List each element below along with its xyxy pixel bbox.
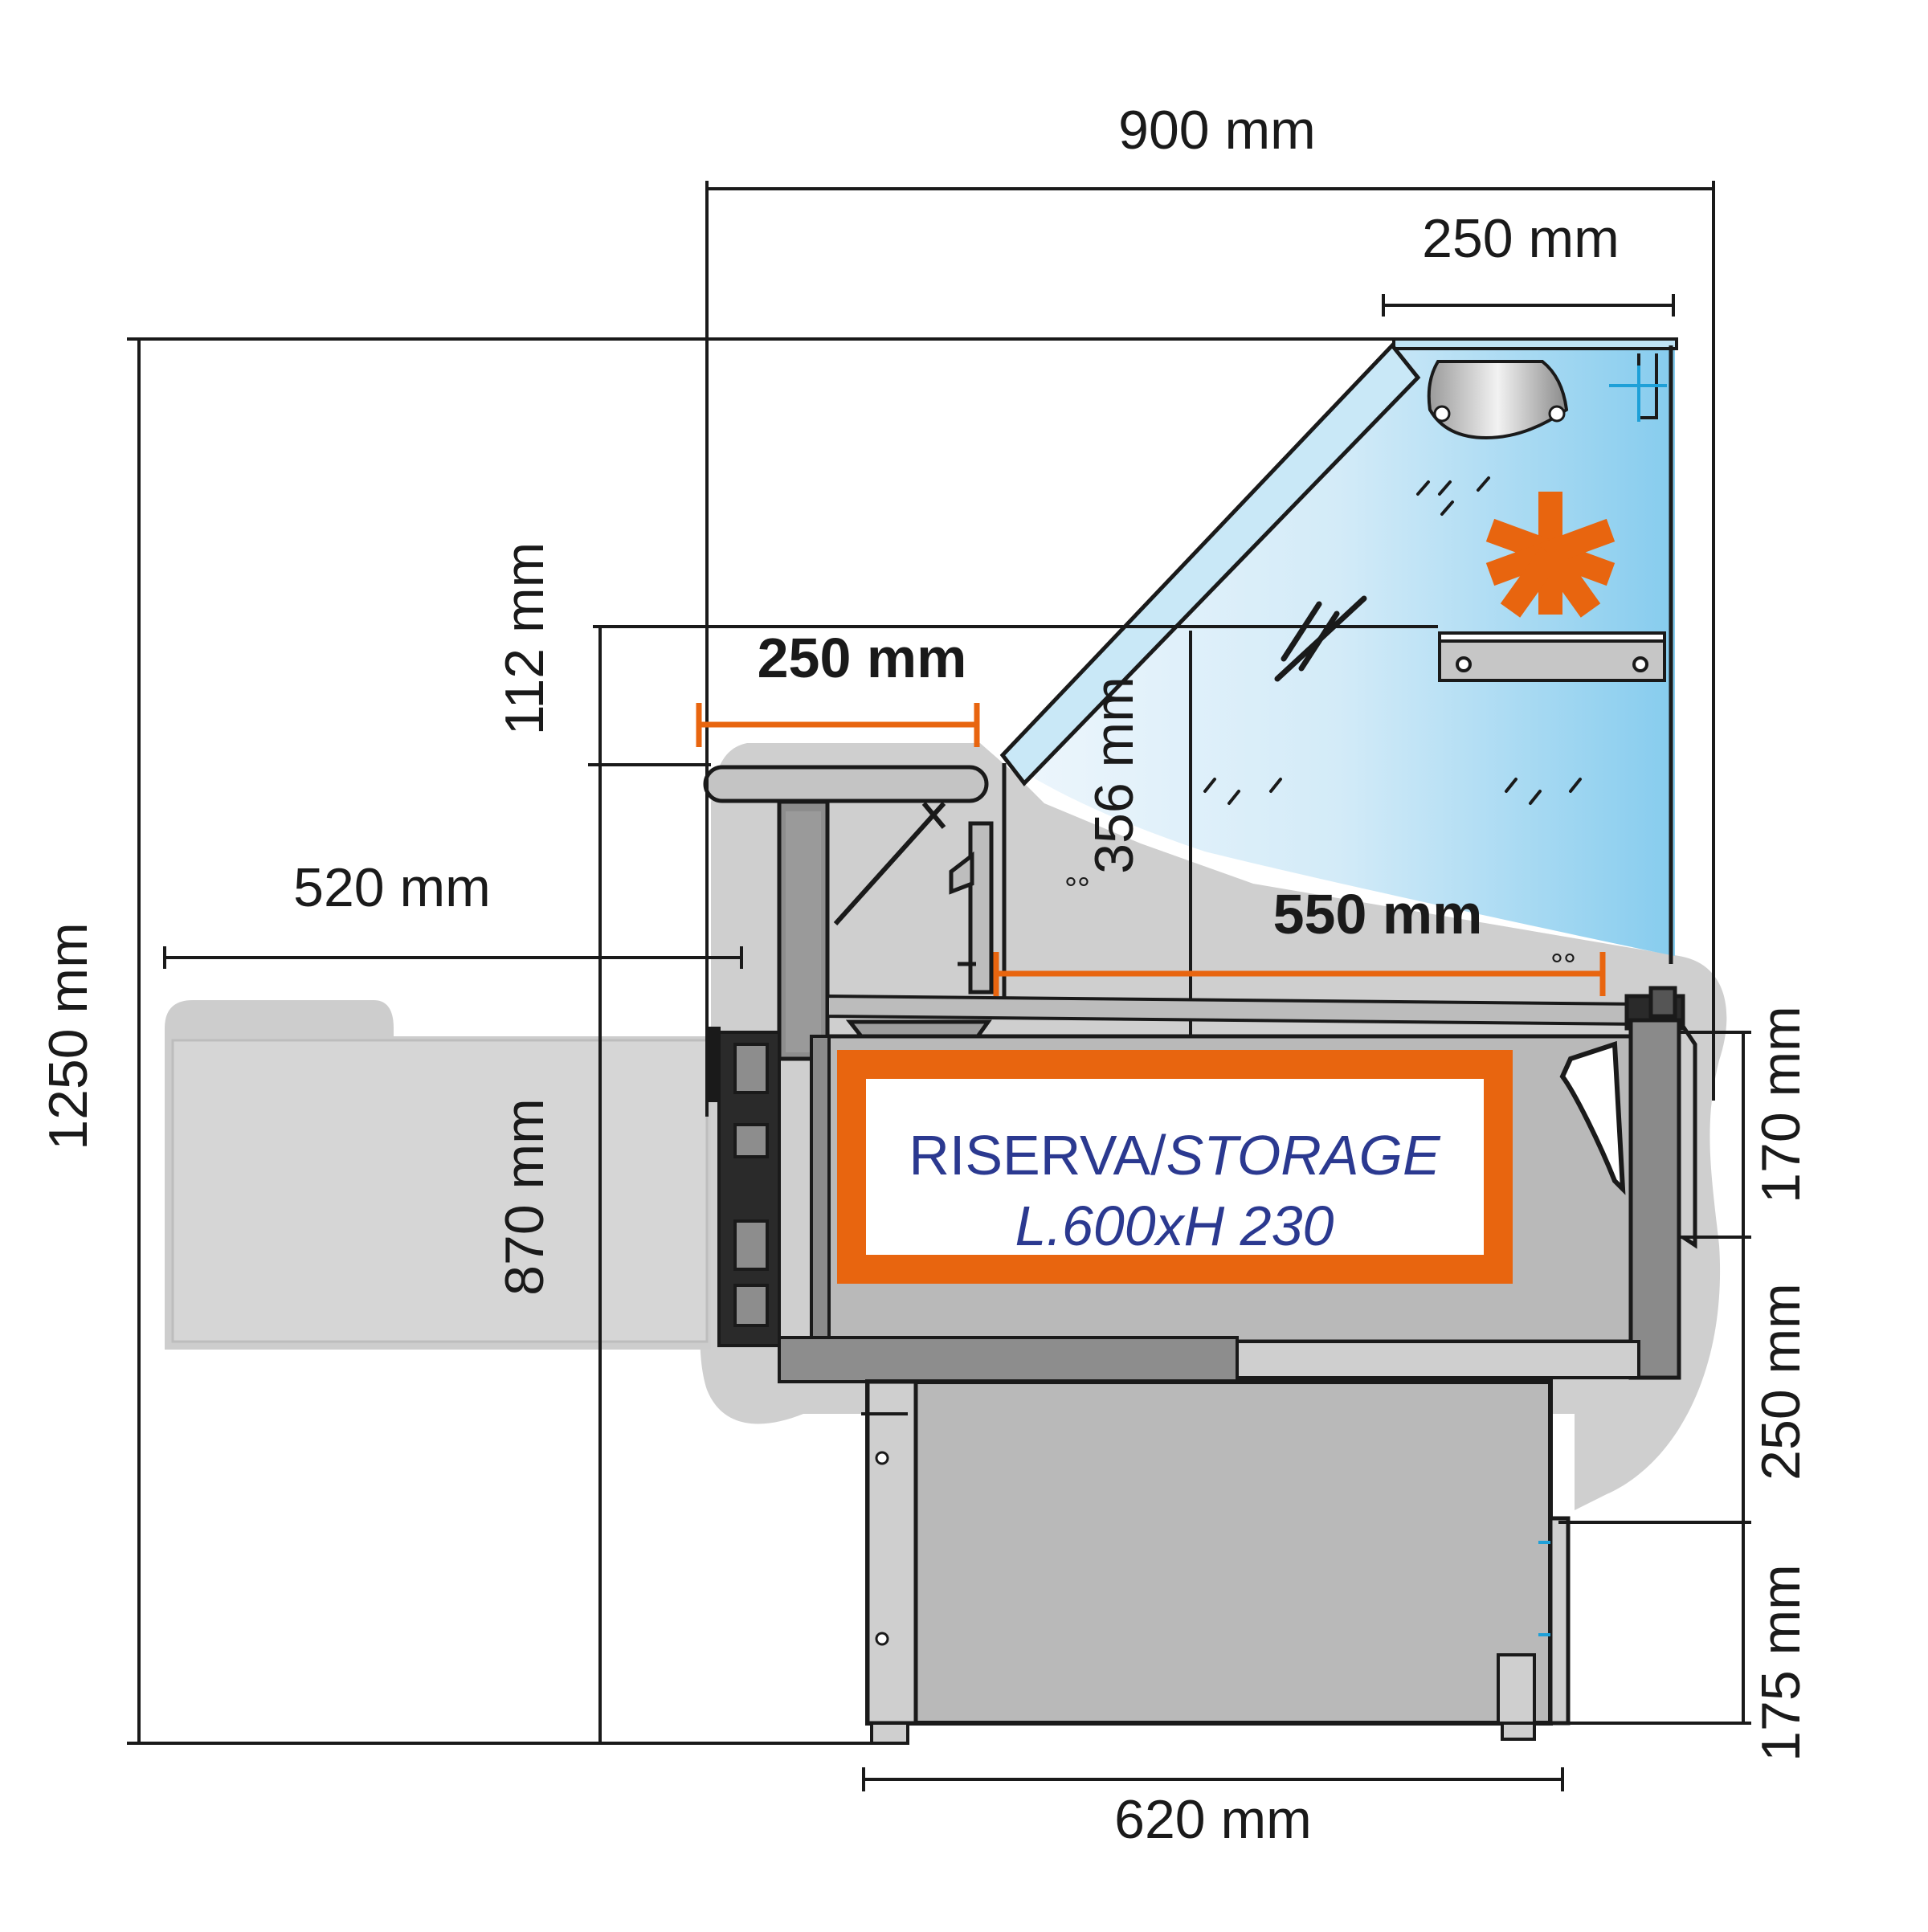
display-glass-area [1004, 345, 1675, 956]
dim-glass-top-width: 250 mm [1422, 208, 1620, 269]
worktop-support [777, 799, 946, 1061]
front-glass-frame [999, 342, 1421, 786]
lamp-icon [1427, 360, 1569, 440]
dim-side-upper: 170 mm [1750, 1006, 1812, 1203]
dim-worktop-depth: 250 mm [758, 627, 967, 689]
storage-label-line1: RISERVA/STORAGE [909, 1124, 1441, 1187]
dim-counter-height: 870 mm [494, 1098, 555, 1296]
storage-label-frame [837, 1050, 1513, 1284]
floor-panel [1236, 1340, 1640, 1379]
floor-insulation [778, 1336, 1239, 1383]
accent-dimension-lines [696, 703, 1606, 996]
dim-worktop-step: 112 mm [494, 542, 555, 736]
shelf-bracket [1438, 631, 1666, 682]
front-holder [949, 821, 994, 995]
dim-base-width: 620 mm [1114, 1789, 1312, 1850]
counter-overhang-inner [171, 1039, 709, 1343]
dim-overall-height: 1250 mm [38, 922, 99, 1150]
dim-side-middle: 250 mm [1750, 1283, 1812, 1481]
dim-display-depth: 550 mm [1273, 883, 1483, 946]
front-foot [870, 1722, 909, 1745]
dim-side-lower: 175 mm [1750, 1564, 1812, 1762]
rear-coil [1559, 1040, 1626, 1195]
worktop [703, 765, 989, 803]
front-insulation-wall [810, 1035, 831, 1359]
dim-counter-overhang: 520 mm [293, 857, 491, 918]
base-front-panel [865, 1379, 918, 1726]
asterisk-icon [1485, 492, 1616, 618]
rear-insulation-wall [1628, 1018, 1681, 1380]
dimension-lines [127, 181, 1751, 1791]
base-rear-panel [1548, 1516, 1571, 1726]
top-cap [1392, 337, 1678, 350]
control-panel [705, 1027, 781, 1347]
rear-foot [1497, 1653, 1536, 1725]
glass-reflection-marks [1203, 476, 1582, 805]
glyph-mark: °° [1550, 948, 1576, 983]
base-cabinet [865, 1379, 1553, 1726]
dim-overall-width: 900 mm [1118, 100, 1316, 161]
glyph-mark: °° [1064, 872, 1090, 907]
storage-label-line2: L.600xH 230 [1015, 1195, 1334, 1257]
dim-glass-height: 356 mm [1084, 676, 1145, 874]
rear-hinge-icon [1609, 353, 1667, 422]
